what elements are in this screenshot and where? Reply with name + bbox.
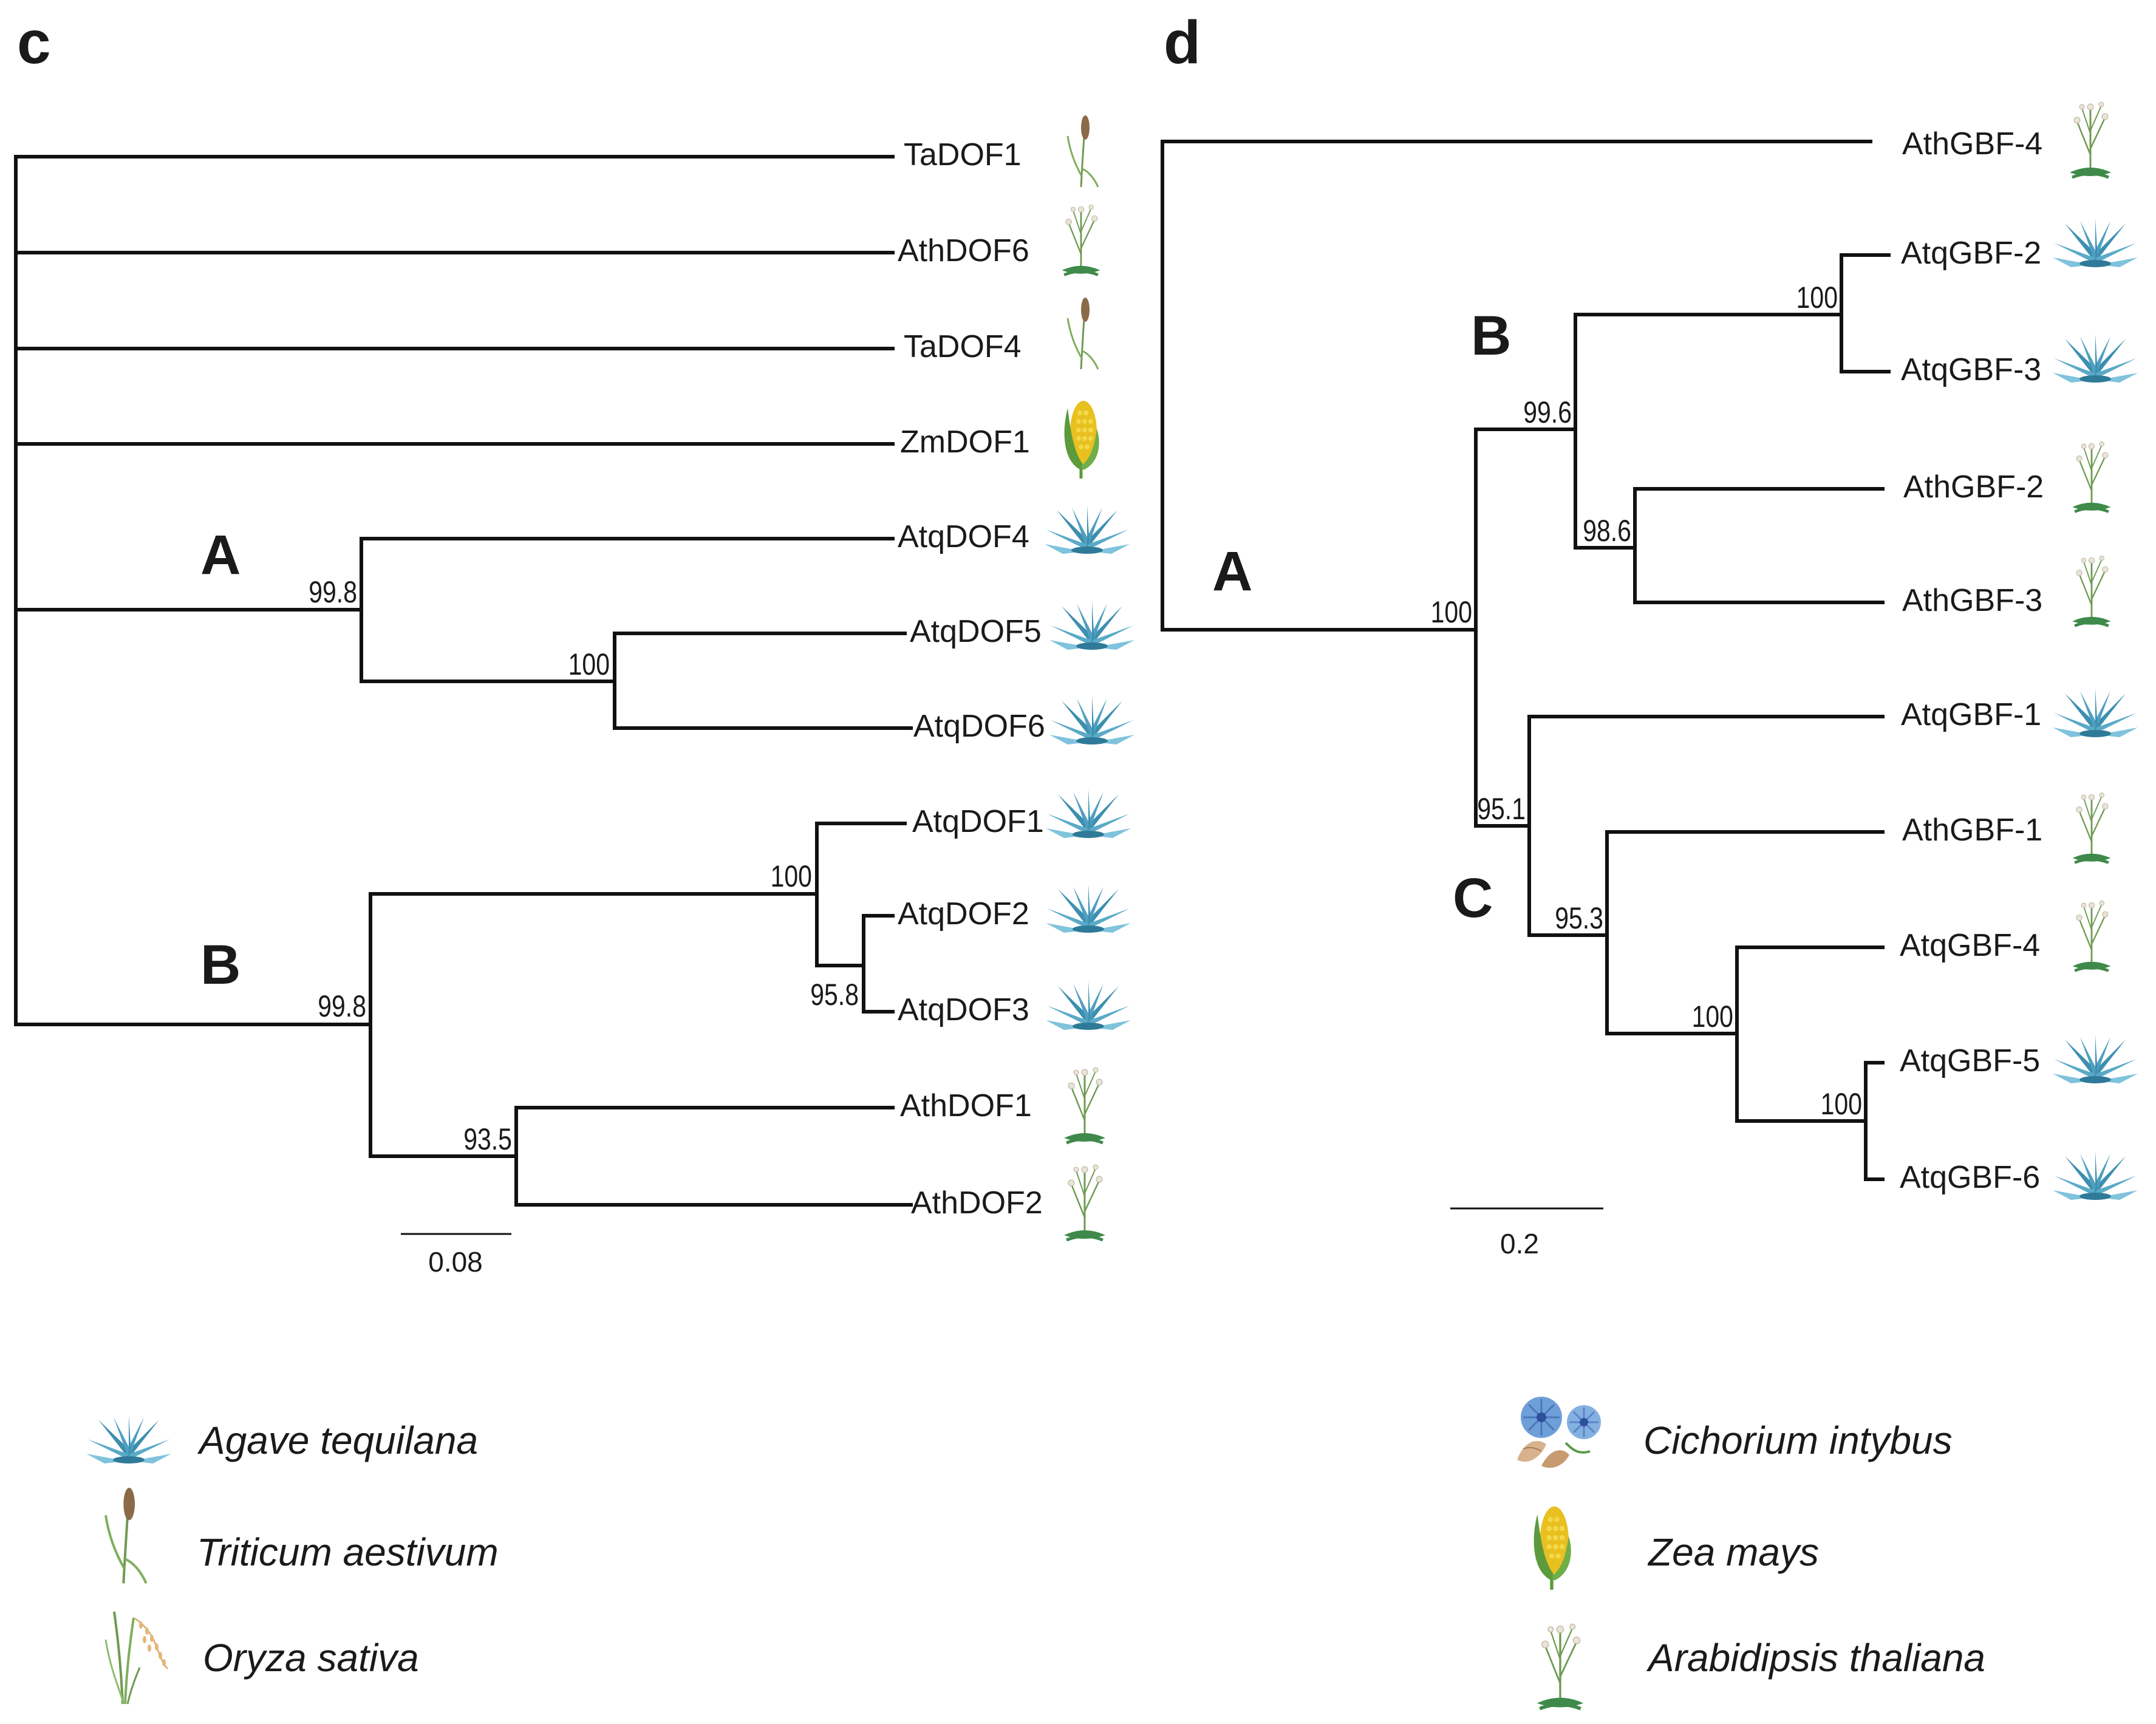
arabidopsis-icon [1062, 205, 1100, 274]
support-value: 100 [1431, 595, 1472, 629]
support-values: 99.8 100 99.8 100 95.8 93.5 [309, 575, 859, 1156]
leaf-label: AthGBF-3 [1902, 583, 2042, 618]
leaf-label: AthGBF-1 [1902, 813, 2042, 848]
legend-item: Zea mays [1647, 1530, 1819, 1574]
leaf-label: AtqDOF4 [898, 519, 1029, 554]
clade-label-a: A [1212, 540, 1252, 602]
legend-item: Cichorium intybus [1643, 1419, 1953, 1462]
support-value: 100 [1692, 1000, 1733, 1034]
tree-branches [14, 155, 913, 1207]
wheat-icon [104, 1488, 148, 1585]
agave-icon [1046, 981, 1131, 1030]
scale-bar-label: 0.2 [1500, 1228, 1539, 1259]
clade-label-b: B [1471, 305, 1511, 367]
leaf-label: AtqGBF-5 [1900, 1043, 2040, 1078]
support-value: 95.1 [1477, 792, 1526, 826]
support-value: 100 [568, 647, 610, 681]
leaf-label: ZmDOF1 [900, 424, 1030, 460]
support-value: 98.6 [1583, 514, 1631, 548]
clade-label-c: C [1453, 867, 1493, 929]
scale-bar: 0.2 [1450, 1207, 1603, 1259]
arabidopsis-icon [2070, 102, 2111, 177]
leaf-label: AtqGBF-4 [1900, 928, 2040, 963]
arabidopsis-icon [1064, 1165, 1105, 1240]
legend-item: Oryza sativa [203, 1636, 419, 1680]
arabidopsis-icon [1537, 1624, 1584, 1709]
support-values: 100 99.6 100 98.6 95.1 95.3 100 100 [1431, 281, 1862, 1121]
leaf-label: AthDOF1 [900, 1088, 1032, 1123]
wheat-icon [1066, 298, 1099, 370]
arabidopsis-icon [2072, 441, 2110, 511]
leaf-label: AthGBF-2 [1903, 469, 2044, 505]
agave-icon [2053, 689, 2138, 737]
leaf-label: AtqDOF5 [910, 614, 1042, 649]
tree-branches [1161, 140, 1891, 1181]
support-value: 100 [1821, 1087, 1862, 1121]
support-value: 100 [771, 859, 812, 893]
leaf-labels: AthGBF-4 AtqGBF-2 AtqGBF-3 AthGBF-2 AthG… [1900, 126, 2044, 1195]
agave-icon [1046, 884, 1131, 933]
clade-label-b: B [200, 934, 241, 996]
leaf-label: TaDOF1 [904, 137, 1022, 172]
panel-letter: d [1164, 9, 1201, 77]
leaf-label: AtqDOF1 [912, 804, 1044, 839]
arabidopsis-icon [2072, 901, 2110, 970]
leaf-label: AthGBF-4 [1902, 126, 2042, 162]
support-value: 99.8 [318, 989, 366, 1023]
corn-icon [1065, 401, 1099, 479]
leaf-icons [2053, 102, 2138, 1200]
corn-icon [1534, 1507, 1571, 1590]
species-legend: Agave tequilana Triticum aestivum Oryza … [86, 1395, 1985, 1709]
agave-icon [1049, 696, 1134, 744]
leaf-label: AtqGBF-3 [1901, 352, 2041, 387]
leaf-label: AthDOF2 [911, 1185, 1043, 1221]
agave-icon [1046, 789, 1131, 838]
leaf-label: AtqDOF3 [898, 992, 1029, 1027]
support-value: 100 [1796, 281, 1838, 315]
leaf-label: AtqDOF6 [913, 709, 1045, 744]
rice-icon [104, 1610, 169, 1705]
legend-item: Arabidipsis thaliana [1646, 1636, 1985, 1680]
agave-icon [2053, 1151, 2138, 1200]
arabidopsis-icon [2072, 556, 2110, 625]
support-value: 93.5 [463, 1122, 512, 1156]
agave-icon [2053, 1035, 2138, 1083]
support-value: 99.8 [309, 575, 357, 609]
leaf-icons [1045, 115, 1134, 1240]
support-value: 95.8 [810, 978, 859, 1012]
agave-icon [2053, 219, 2138, 267]
agave-icon [86, 1415, 171, 1463]
legend-item: Triticum aestivum [197, 1530, 499, 1574]
leaf-label: AthDOF6 [898, 233, 1029, 268]
agave-icon [1049, 601, 1134, 650]
leaf-label: TaDOF4 [904, 329, 1022, 364]
agave-icon [2053, 334, 2138, 383]
scale-bar-label: 0.08 [428, 1246, 483, 1278]
legend-item: Agave tequilana [197, 1419, 478, 1462]
arabidopsis-icon [1064, 1068, 1105, 1143]
leaf-label: AtqGBF-6 [1900, 1160, 2040, 1195]
panel-d: d [1161, 9, 2138, 1259]
leaf-label: AtqDOF2 [898, 896, 1029, 932]
panel-letter: c [17, 9, 51, 77]
agave-icon [1045, 505, 1130, 554]
leaf-label: AtqGBF-2 [1901, 236, 2041, 271]
support-value: 95.3 [1555, 901, 1603, 935]
support-value: 99.6 [1523, 395, 1572, 429]
clade-label-a: A [200, 524, 241, 586]
arabidopsis-icon [2072, 792, 2110, 862]
chicory-icon [1516, 1395, 1602, 1470]
panel-c: c [14, 9, 1134, 1278]
wheat-icon [1066, 115, 1099, 188]
leaf-labels: TaDOF1 AthDOF6 TaDOF4 ZmDOF1 AtqDOF4 Atq… [898, 137, 1045, 1221]
scale-bar: 0.08 [401, 1233, 511, 1278]
leaf-label: AtqGBF-1 [1901, 697, 2041, 732]
